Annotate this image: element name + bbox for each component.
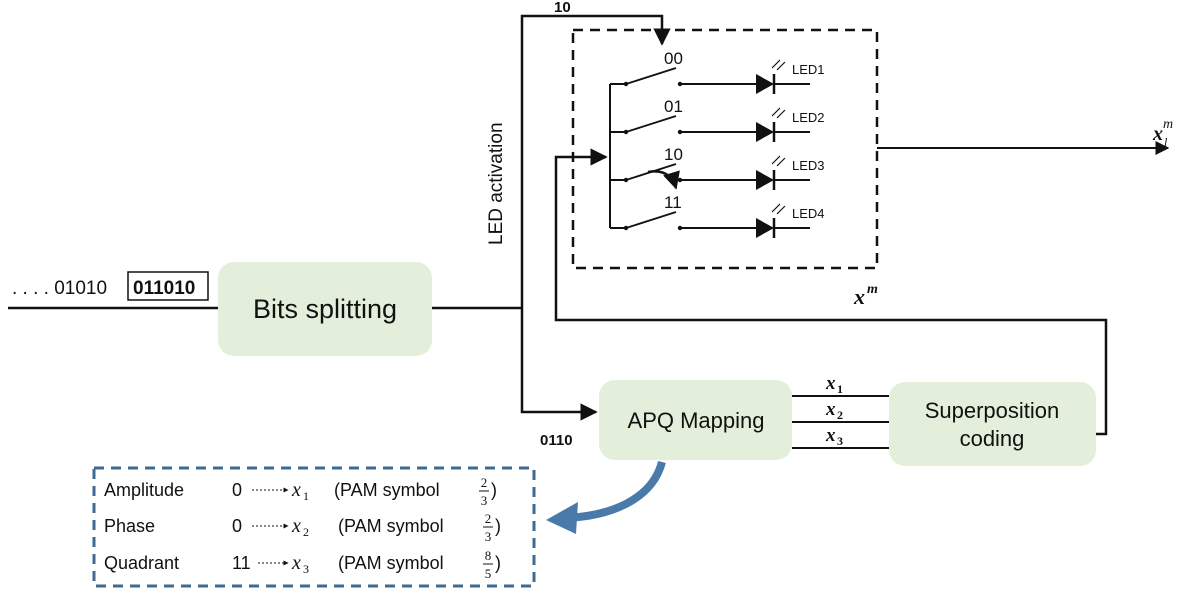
led-label: LED2 — [792, 110, 825, 125]
svg-text:1: 1 — [837, 382, 843, 396]
mapping-desc: (PAM symbol — [338, 553, 444, 573]
apq-bits-label: 0110 — [540, 432, 573, 449]
feedback-symbol-xm: x m — [853, 282, 878, 309]
curved-arrow-head-icon — [546, 502, 578, 534]
mapping-name: Phase — [104, 516, 155, 536]
mapping-desc: (PAM symbol — [334, 480, 440, 500]
svg-text:2: 2 — [837, 408, 843, 422]
mapping-name: Quadrant — [104, 553, 179, 573]
mapping-symbol-sub: 1 — [303, 489, 309, 503]
svg-text:l: l — [1164, 135, 1168, 149]
current-bits: 011010 — [133, 278, 195, 299]
svg-text:m: m — [1163, 117, 1173, 132]
svg-text:x: x — [825, 399, 836, 420]
mapping-name: Amplitude — [104, 480, 184, 500]
led-switch-box — [571, 28, 879, 270]
x3-symbol: x 3 — [825, 425, 843, 448]
curved-arrow-icon — [565, 460, 666, 522]
svg-text:x: x — [825, 425, 836, 446]
mapping-symbol-sub: 2 — [303, 525, 309, 539]
fraction-numerator: 8 — [485, 548, 492, 563]
x2-symbol: x 2 — [825, 399, 843, 422]
current-bits-box — [127, 271, 209, 301]
fraction-numerator: 2 — [485, 511, 492, 526]
led-diode-icon — [754, 58, 787, 96]
mapping-desc: (PAM symbol — [338, 516, 444, 536]
input-bit-stream: . . . . 01010 011010 — [12, 271, 209, 301]
mapping-table-box — [92, 466, 536, 588]
mapping-close: ) — [495, 553, 501, 573]
mapping-bits: 11 — [232, 553, 251, 573]
bits-splitting-label: Bits splitting — [253, 294, 397, 324]
fraction-denominator: 5 — [485, 566, 492, 581]
led-diode-icon — [754, 202, 787, 240]
svg-text:x: x — [853, 284, 865, 309]
activation-bits-label: 10 — [554, 0, 571, 16]
switch-icon — [625, 211, 677, 229]
bits-splitting-block: Bits splitting — [218, 262, 432, 356]
curved-arrow-icon — [647, 170, 680, 190]
superposition-label-line2: coding — [960, 426, 1025, 451]
switch-code: 00 — [664, 49, 683, 68]
mapping-close: ) — [495, 516, 501, 536]
svg-text:x: x — [1152, 123, 1163, 145]
mapping-bits: 0 — [232, 480, 242, 500]
switch-code: 01 — [664, 97, 683, 116]
x1-symbol: x 1 — [825, 373, 843, 396]
switch-code: 11 — [664, 193, 682, 212]
fraction-numerator: 2 — [481, 475, 488, 490]
switch-icon — [625, 67, 677, 85]
led-diode-icon — [754, 106, 787, 144]
svg-text:3: 3 — [837, 434, 843, 448]
superposition-coding-block: Superposition coding — [889, 382, 1096, 466]
apq-mapping-label: APQ Mapping — [628, 408, 765, 433]
led-diode-icon — [754, 154, 787, 192]
apq-input-line — [520, 308, 598, 421]
led-label: LED1 — [792, 62, 825, 77]
led-activation-label: LED activation — [486, 122, 507, 245]
output-symbol-xlm: x l m — [1152, 117, 1173, 149]
led-activation-line — [520, 14, 671, 308]
fraction-denominator: 3 — [485, 529, 492, 544]
svg-text:m: m — [867, 282, 878, 297]
mapping-close: ) — [491, 480, 497, 500]
switch-icon — [625, 115, 677, 133]
mapping-bits: 0 — [232, 516, 242, 536]
mapping-symbol-sub: 3 — [303, 562, 309, 576]
led-label: LED4 — [792, 206, 825, 221]
mapping-symbol: x — [291, 552, 301, 574]
fraction-denominator: 3 — [481, 493, 488, 508]
apq-mapping-block: APQ Mapping — [599, 380, 792, 460]
mapping-symbol: x — [291, 479, 301, 501]
input-bits-prefix: . . . . 01010 — [12, 278, 107, 299]
svg-text:x: x — [825, 373, 836, 394]
switch-code: 10 — [664, 145, 683, 164]
feedback-xm-line — [554, 148, 1108, 436]
mapping-symbol: x — [291, 515, 301, 537]
superposition-label-line1: Superposition — [925, 398, 1060, 423]
led-label: LED3 — [792, 158, 825, 173]
